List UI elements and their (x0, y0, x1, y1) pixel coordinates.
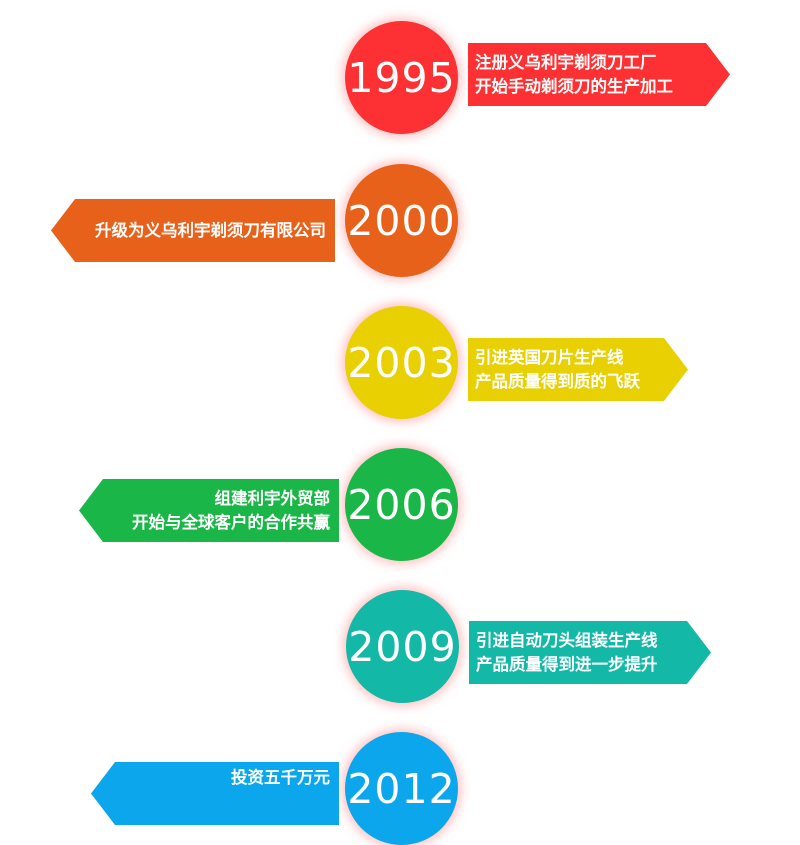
milestone-banner-2000: 升级为义乌利宇剃须刀有限公司 (51, 199, 335, 262)
milestone-banner-2006: 组建利宇外贸部 开始与全球客户的合作共赢 (79, 479, 339, 542)
year-label: 2009 (348, 622, 457, 671)
year-label: 2003 (347, 338, 456, 387)
milestone-banner-2003: 引进英国刀片生产线 产品质量得到质的飞跃 (468, 338, 688, 401)
milestone-banner-2009: 引进自动刀头组装生产线 产品质量得到进一步提升 (469, 621, 711, 684)
milestone-banner-1995: 注册义乌利宇剃须刀工厂 开始手动剃须刀的生产加工 (468, 43, 730, 106)
year-circle-2009: 2009 (346, 590, 459, 703)
year-circle-1995: 1995 (345, 21, 458, 134)
year-circle-2012: 2012 (345, 732, 458, 845)
milestone-text-line: 产品质量得到进一步提升 (476, 654, 658, 674)
year-label: 2000 (347, 196, 456, 245)
milestone-banner-2012: 投资五千万元 (91, 762, 339, 825)
year-label: 2006 (347, 480, 456, 529)
year-circle-2000: 2000 (345, 164, 458, 277)
milestone-text-line: 引进英国刀片生产线 (475, 347, 624, 367)
milestone-text-line: 引进自动刀头组装生产线 (476, 630, 658, 650)
milestone-text-line: 组建利宇外贸部 (214, 488, 331, 508)
milestone-text-line: 注册义乌利宇剃须刀工厂 (475, 52, 657, 72)
year-circle-2003: 2003 (345, 306, 458, 419)
milestone-text-line: 产品质量得到质的飞跃 (475, 371, 640, 391)
year-circle-2006: 2006 (345, 448, 458, 561)
year-label: 2012 (347, 764, 456, 813)
year-label: 1995 (347, 53, 456, 102)
milestone-text-line: 开始与全球客户的合作共赢 (132, 512, 330, 532)
milestone-text-line: 升级为义乌利宇剃须刀有限公司 (95, 220, 326, 240)
milestone-text-line: 投资五千万元 (231, 768, 330, 787)
milestone-text-line: 开始手动剃须刀的生产加工 (475, 76, 673, 96)
